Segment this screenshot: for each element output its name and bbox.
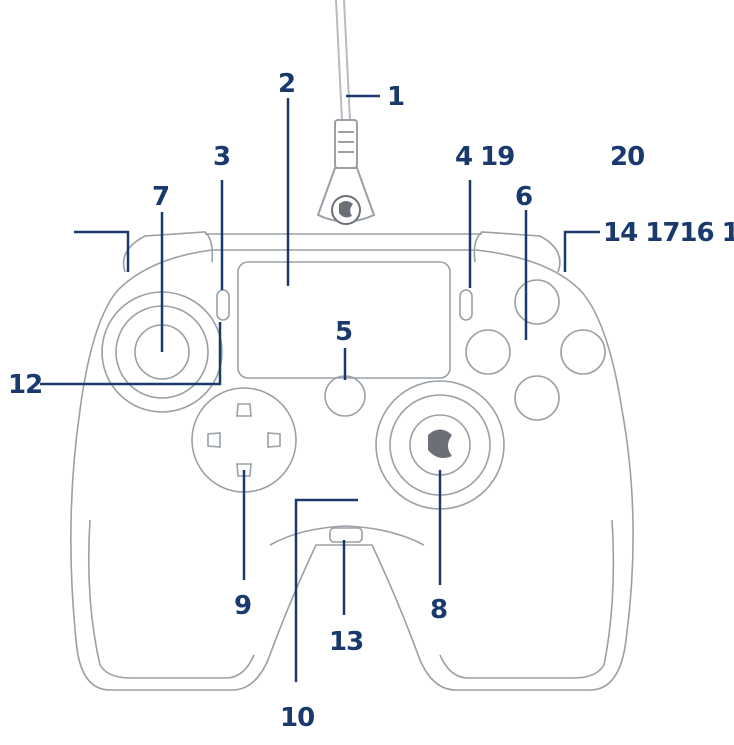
cable-icon — [316, 0, 376, 223]
callout-5: 5 — [335, 317, 352, 347]
callout-6: 6 — [515, 182, 532, 212]
cable-logo-icon — [331, 195, 361, 225]
callout-14-17-16-15: 14 1716 15 — [603, 218, 734, 248]
callout-4-19: 4 19 — [455, 142, 514, 172]
leader-lines — [40, 94, 600, 682]
callout-1: 1 — [387, 82, 404, 112]
callout-12: 12 — [8, 370, 42, 400]
callout-13: 13 — [329, 627, 363, 657]
controller-outline — [70, 231, 634, 691]
callout-9: 9 — [234, 591, 251, 621]
joystick-logo-icon — [428, 429, 452, 458]
callout-3: 3 — [213, 142, 230, 172]
callout-7: 7 — [152, 182, 169, 212]
callout-2: 2 — [278, 69, 295, 99]
callout-8: 8 — [430, 595, 447, 625]
callout-10: 10 — [280, 703, 314, 733]
callout-20: 20 — [610, 142, 644, 172]
